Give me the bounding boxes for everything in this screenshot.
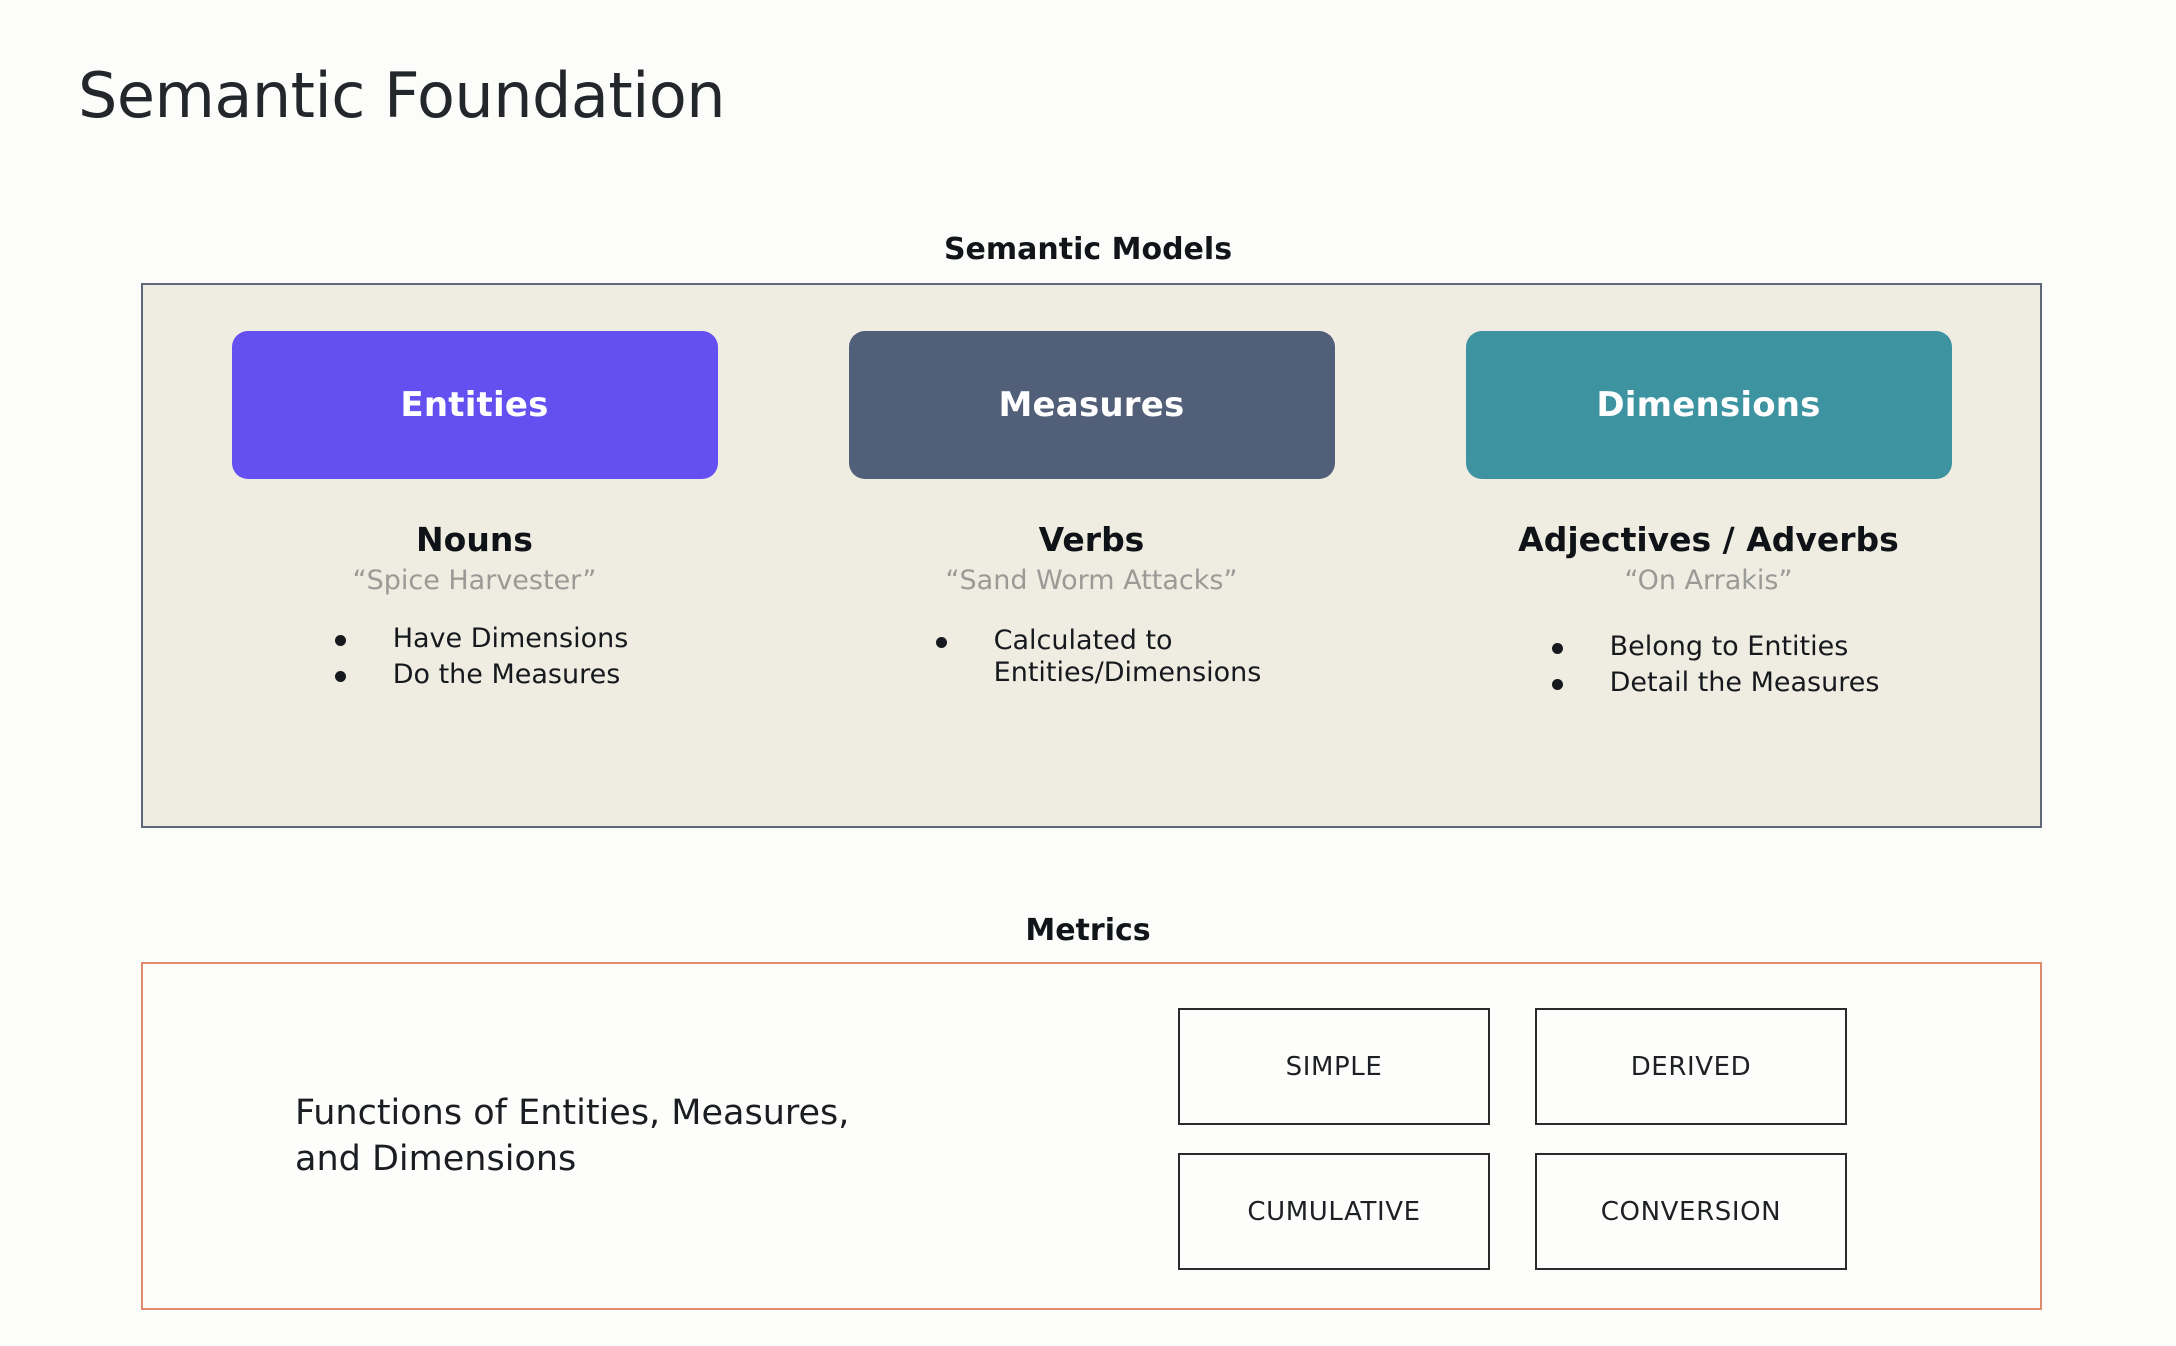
example-dimensions: “On Arrakis” — [1624, 564, 1793, 596]
example-entities: “Spice Harvester” — [352, 564, 597, 596]
semantic-models-panel: Entities Nouns “Spice Harvester” Have Di… — [141, 283, 2042, 828]
list-item: Calculated to Entities/Dimensions — [922, 625, 1261, 688]
bullet-list-dimensions: Belong to Entities Detail the Measures — [1538, 631, 1880, 702]
card-dimensions[interactable]: Dimensions — [1465, 331, 1952, 479]
part-of-speech-entities: Nouns — [416, 520, 533, 559]
bullet-list-entities: Have Dimensions Do the Measures — [321, 623, 629, 694]
metrics-type-grid: SIMPLE DERIVED CUMULATIVE CONVERSION — [1178, 1008, 1847, 1270]
card-entities[interactable]: Entities — [231, 331, 718, 479]
semantic-models-heading: Semantic Models — [943, 232, 1233, 267]
metric-type-derived[interactable]: DERIVED — [1535, 1008, 1847, 1125]
semantic-models-grid: Entities Nouns “Spice Harvester” Have Di… — [143, 285, 2040, 826]
model-column-measures: Measures Verbs “Sand Worm Attacks” Calcu… — [792, 285, 1391, 826]
list-item: Have Dimensions — [321, 623, 628, 654]
part-of-speech-measures: Verbs — [1038, 520, 1145, 559]
card-measures[interactable]: Measures — [848, 331, 1335, 479]
metric-type-simple[interactable]: SIMPLE — [1178, 1008, 1490, 1125]
metrics-description: Functions of Entities, Measures, and Dim… — [295, 1092, 850, 1179]
part-of-speech-dimensions: Adjectives / Adverbs — [1518, 520, 1899, 559]
example-measures: “Sand Worm Attacks” — [945, 564, 1238, 596]
list-item: Detail the Measures — [1538, 667, 1879, 698]
model-column-dimensions: Dimensions Adjectives / Adverbs “On Arra… — [1391, 285, 1998, 826]
list-item: Belong to Entities — [1538, 631, 1880, 662]
metrics-heading: Metrics — [1025, 913, 1151, 948]
list-item: Do the Measures — [321, 659, 629, 690]
bullet-list-measures: Calculated to Entities/Dimensions — [922, 625, 1261, 692]
metric-type-cumulative[interactable]: CUMULATIVE — [1178, 1153, 1490, 1270]
metrics-panel: Functions of Entities, Measures, and Dim… — [141, 962, 2042, 1310]
page-title: Semantic Foundation — [78, 59, 726, 132]
metric-type-conversion[interactable]: CONVERSION — [1535, 1153, 1847, 1270]
model-column-entities: Entities Nouns “Spice Harvester” Have Di… — [185, 285, 792, 826]
